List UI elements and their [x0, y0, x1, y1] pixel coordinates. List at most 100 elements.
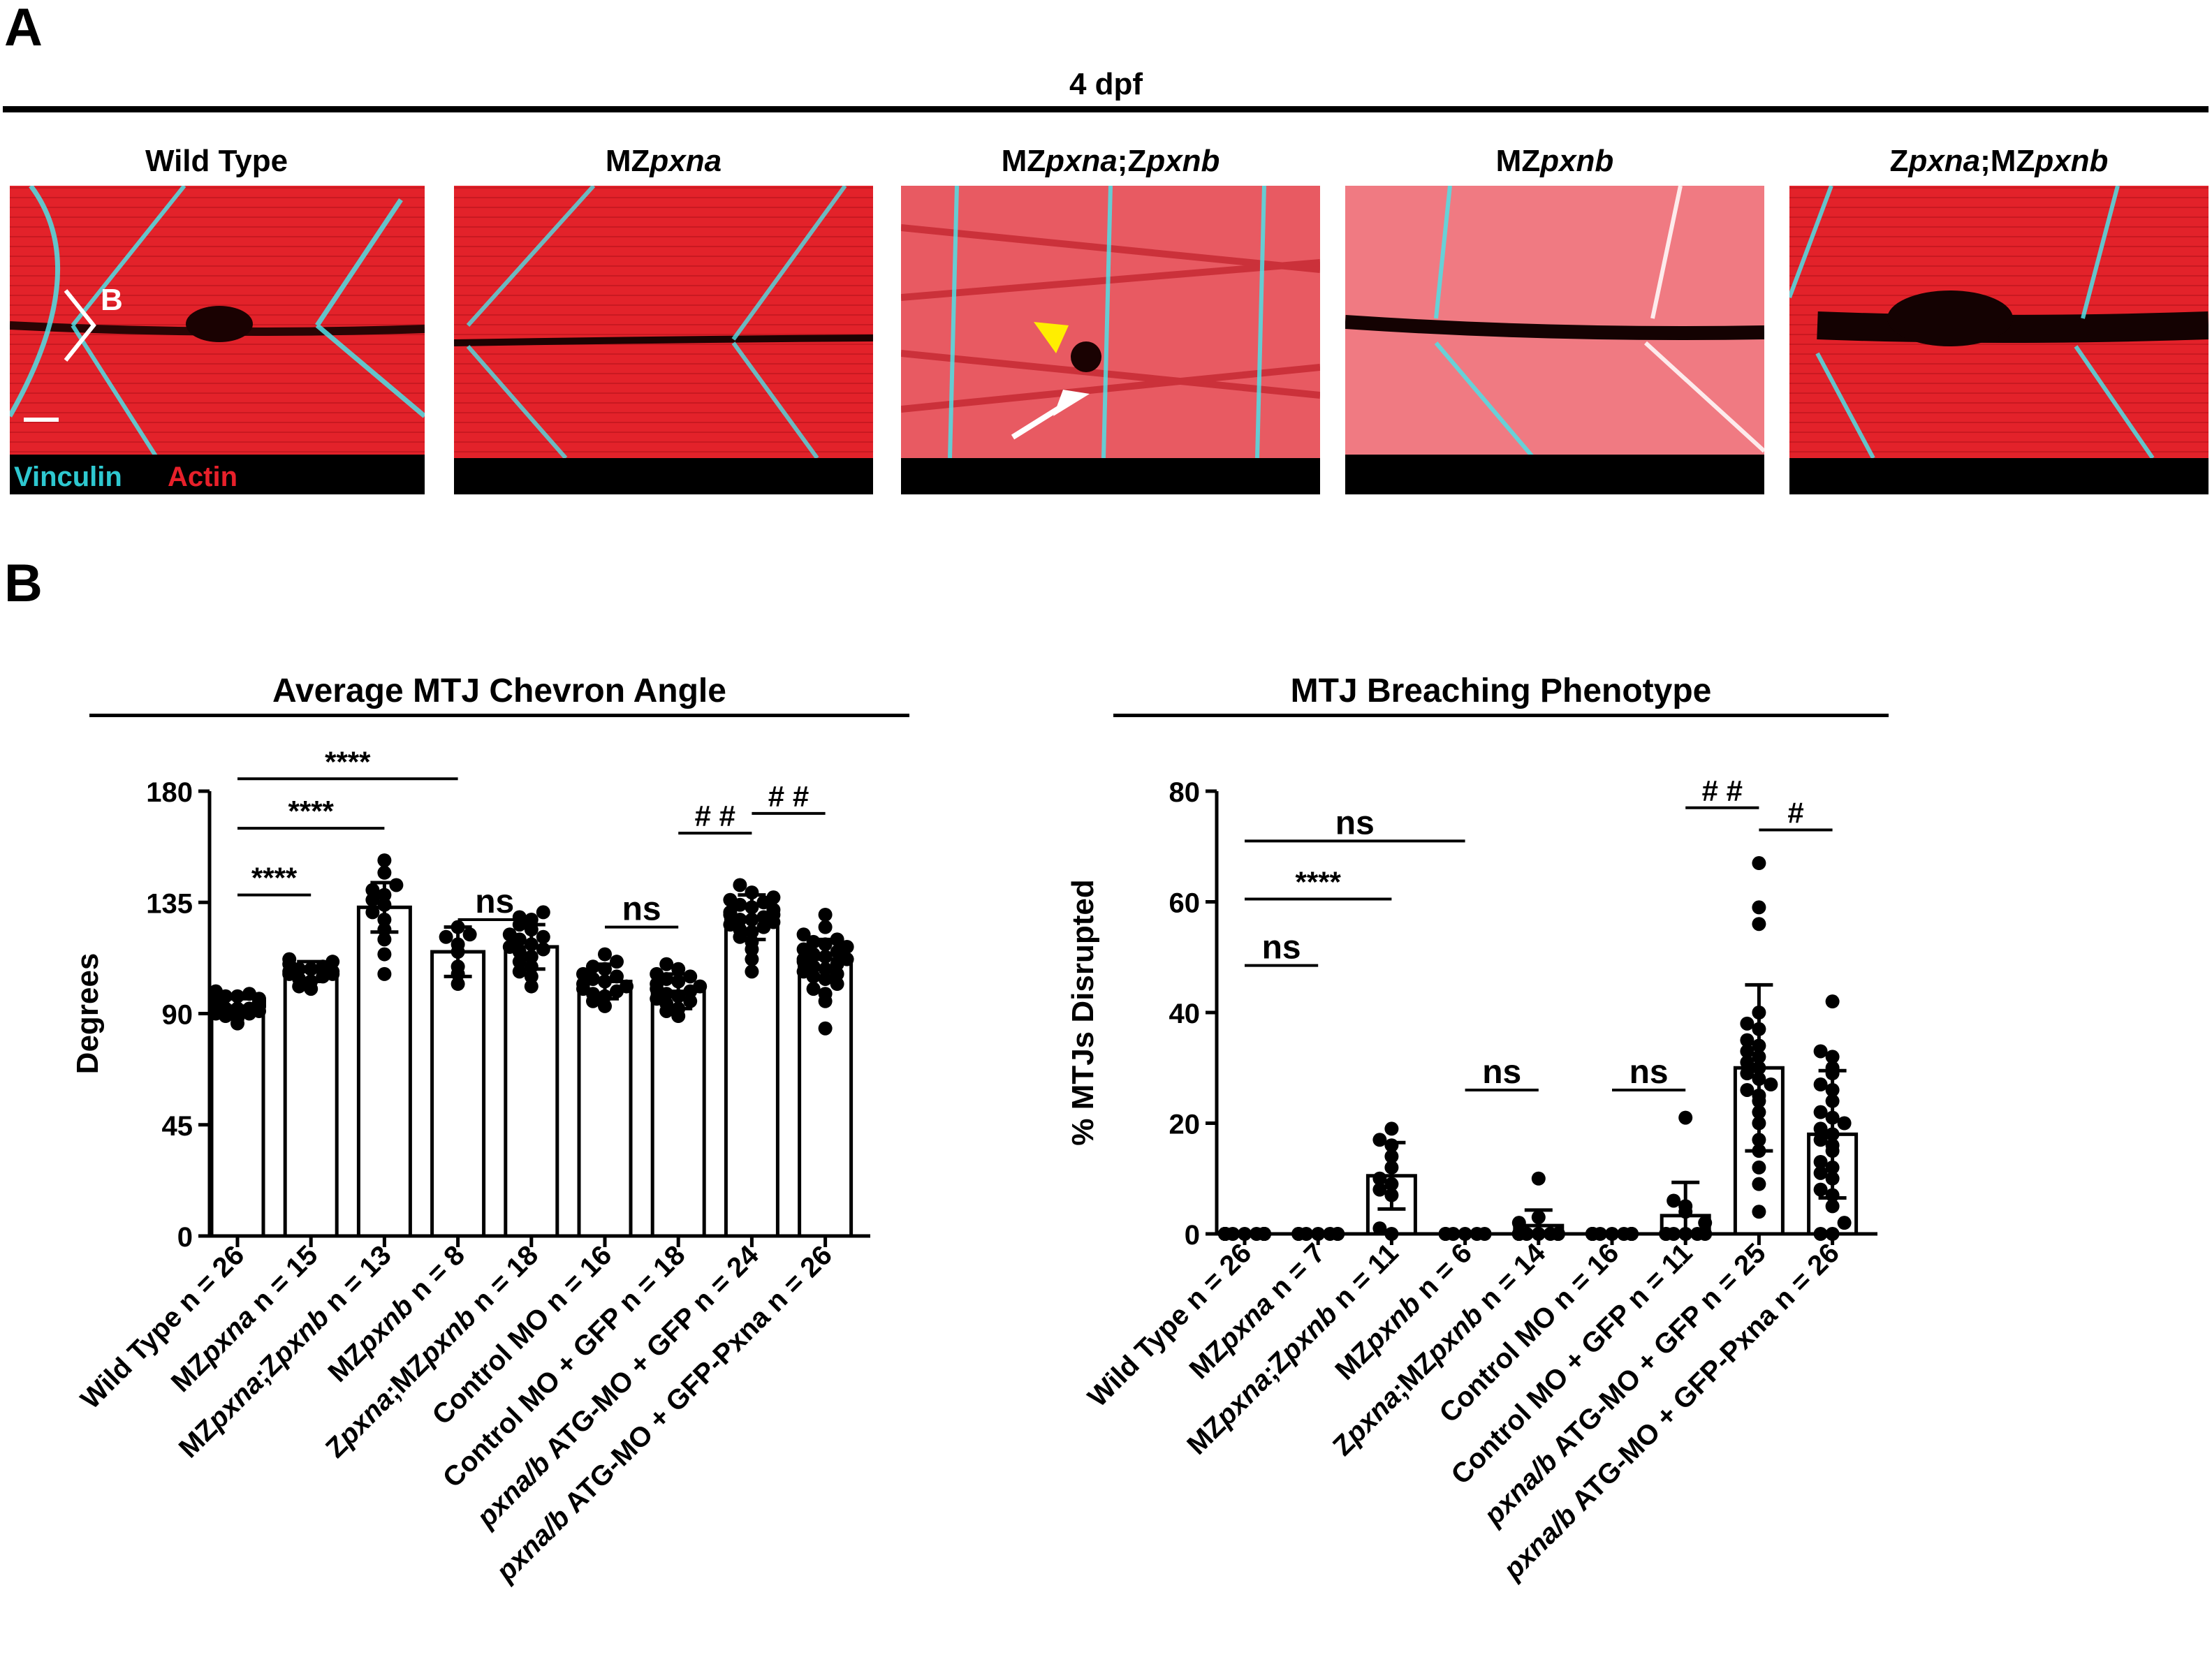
data-point: [586, 959, 600, 974]
data-point: [610, 955, 624, 969]
significance-label: # #: [1702, 774, 1743, 807]
data-point: [745, 964, 759, 979]
panel-title-mzpxna-zpxnb: MZpxna;Zpxnb: [1001, 144, 1220, 178]
data-point: [377, 947, 392, 962]
significance-label: ****: [251, 862, 298, 895]
data-point: [365, 905, 380, 920]
data-point: [1740, 1033, 1755, 1047]
data-point: [1291, 1227, 1306, 1241]
data-point: [818, 987, 833, 1001]
data-point: [733, 878, 747, 892]
y-tick-label: 60: [1169, 888, 1201, 919]
data-point: [524, 969, 539, 984]
data-point: [524, 979, 539, 994]
data-point: [1372, 1133, 1387, 1147]
data-point: [439, 929, 453, 944]
data-point: [1752, 1205, 1766, 1219]
data-point: [1667, 1193, 1681, 1208]
data-point: [1740, 1044, 1755, 1059]
data-point: [1511, 1227, 1526, 1241]
data-point: [1813, 1044, 1828, 1059]
data-point: [1740, 1082, 1755, 1097]
data-point: [209, 984, 223, 999]
data-point: [325, 955, 340, 969]
data-point: [683, 969, 698, 984]
data-point: [512, 955, 527, 969]
data-point: [1752, 1177, 1766, 1191]
data-point: [389, 878, 404, 892]
significance-label: ns: [1482, 1054, 1521, 1091]
data-point: [683, 994, 698, 1008]
data-point: [1752, 917, 1766, 932]
data-point: [282, 952, 297, 966]
significance-label: ns: [475, 883, 514, 920]
chart-2-title-rule: [1113, 714, 1889, 717]
y-tick-label: 40: [1169, 999, 1201, 1029]
data-point: [1740, 1066, 1755, 1081]
data-point: [659, 957, 674, 971]
significance-label: # #: [768, 780, 809, 813]
data-point: [451, 977, 465, 992]
y-tick-label: 45: [162, 1111, 193, 1142]
data-point: [1257, 1227, 1271, 1241]
data-point: [1813, 1105, 1828, 1119]
category-label: pxna/b ATG-MO + GFP-Pxna n = 26: [490, 1239, 838, 1588]
bar: [650, 989, 706, 1238]
chart-2-title: MTJ Breaching Phenotype: [1290, 672, 1712, 709]
data-point: [365, 883, 380, 897]
data-point: [1659, 1227, 1673, 1241]
micrograph-mzpxna-zpxnb: [901, 186, 1320, 494]
data-point: [377, 865, 392, 880]
data-point: [796, 942, 811, 957]
y-axis-label: % MTJs Disrupted: [1066, 879, 1100, 1145]
panel-b-letter: B: [4, 554, 43, 613]
data-point: [1752, 1160, 1766, 1175]
bar: [283, 969, 339, 1238]
data-point: [598, 947, 612, 962]
y-tick-label: 90: [162, 1000, 193, 1031]
data-point: [1837, 1216, 1852, 1230]
data-point: [818, 920, 833, 934]
data-point: [1331, 1227, 1345, 1241]
significance-label: ns: [1629, 1054, 1669, 1091]
data-point: [818, 1021, 833, 1036]
data-point: [502, 927, 517, 942]
data-point: [1825, 994, 1840, 1009]
data-point: [610, 969, 624, 984]
bar: [577, 979, 633, 1238]
data-point: [576, 966, 590, 981]
data-point: [650, 966, 664, 981]
y-tick-label: 0: [1185, 1220, 1200, 1251]
data-point: [1837, 1116, 1852, 1131]
data-point: [745, 952, 759, 966]
data-point: [1698, 1216, 1713, 1230]
data-point: [840, 952, 854, 966]
significance-label: #: [1787, 796, 1803, 829]
significance-label: ns: [1335, 804, 1375, 841]
y-axis-label: Degrees: [71, 953, 105, 1075]
data-point: [766, 890, 781, 905]
micrograph-mzpxnb: [1345, 186, 1764, 494]
data-point: [1625, 1227, 1639, 1241]
data-point: [1678, 1110, 1693, 1125]
micrograph-mzpxna: [454, 186, 873, 494]
timepoint-label: 4 dpf: [1069, 67, 1143, 101]
panel-title-mzpxnb: MZpxnb: [1495, 144, 1614, 178]
stain-actin: Actin: [168, 462, 237, 492]
data-point: [365, 892, 380, 907]
data-point: [1372, 1171, 1387, 1186]
data-point: [1531, 1171, 1546, 1186]
significance-label: ****: [288, 795, 335, 827]
micrograph-wild-type: B Vinculin Actin: [10, 186, 425, 494]
data-point: [1813, 1133, 1828, 1147]
data-point: [377, 966, 392, 981]
significance-label: # #: [695, 800, 735, 832]
data-point: [1813, 1154, 1828, 1169]
timepoint-divider: [3, 106, 2209, 112]
panel-a-letter: A: [4, 0, 43, 57]
data-point: [1585, 1227, 1599, 1241]
chart-1-title: Average MTJ Chevron Angle: [272, 672, 726, 709]
significance-label: ns: [1262, 929, 1301, 966]
